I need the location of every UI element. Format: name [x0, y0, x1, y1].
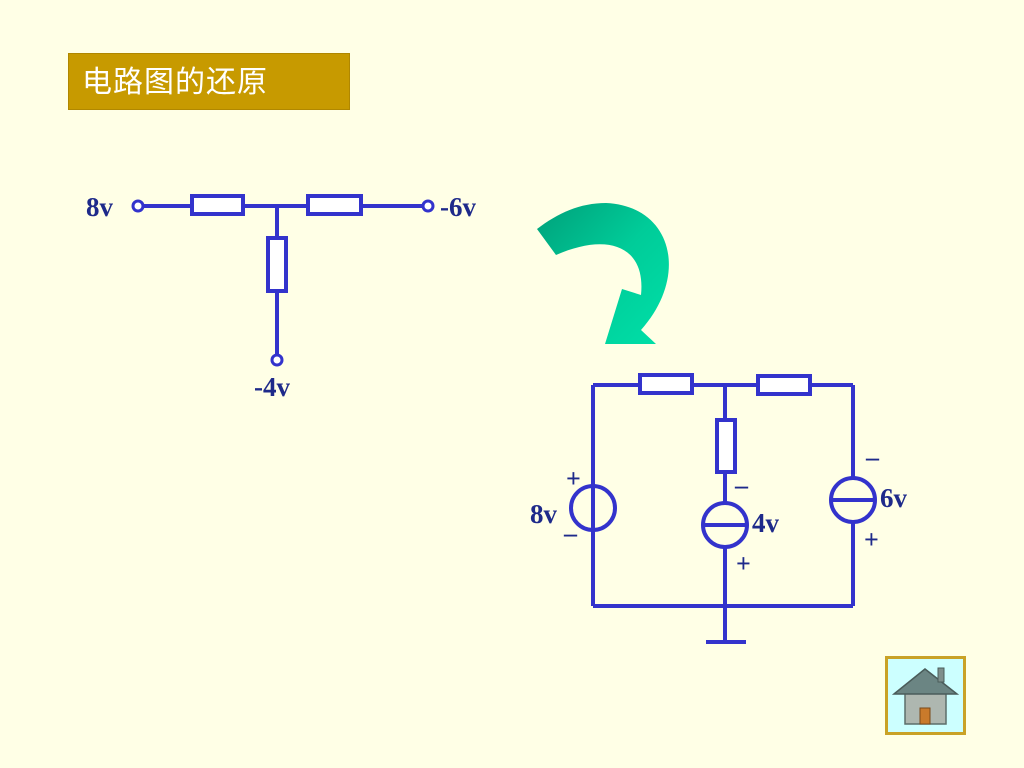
terminal-label-right: -6v — [440, 192, 476, 222]
resistor-left — [190, 194, 245, 216]
source-left-top-sign: + — [566, 464, 581, 493]
resistor-top-left — [638, 373, 694, 395]
terminal-label-bottom: -4v — [254, 372, 290, 402]
resistor-middle — [715, 418, 737, 474]
reconstructed-circuit — [569, 373, 877, 644]
resistor-right — [306, 194, 363, 216]
curved-arrow-icon — [537, 203, 669, 344]
home-icon — [891, 667, 960, 725]
resistor-top-right — [756, 374, 812, 396]
original-circuit — [131, 194, 435, 367]
source-right-top-sign: – — [865, 443, 880, 472]
slide-title: 电路图的还原 — [68, 53, 350, 110]
source-middle-bottom-sign: + — [736, 549, 751, 578]
source-label-left: 8v — [530, 499, 558, 529]
terminal-node-bottom — [270, 353, 284, 367]
source-right-bottom-sign: + — [864, 525, 879, 554]
source-left-bottom-sign: – — [563, 519, 578, 548]
source-label-middle: 4v — [752, 508, 780, 538]
terminal-node-left — [131, 199, 145, 213]
home-button[interactable] — [885, 656, 966, 735]
terminal-node-right — [421, 199, 435, 213]
source-middle-top-sign: – — [734, 471, 749, 500]
resistor-vertical — [266, 236, 288, 293]
terminal-label-left: 8v — [86, 192, 114, 222]
source-label-right: 6v — [880, 483, 908, 513]
